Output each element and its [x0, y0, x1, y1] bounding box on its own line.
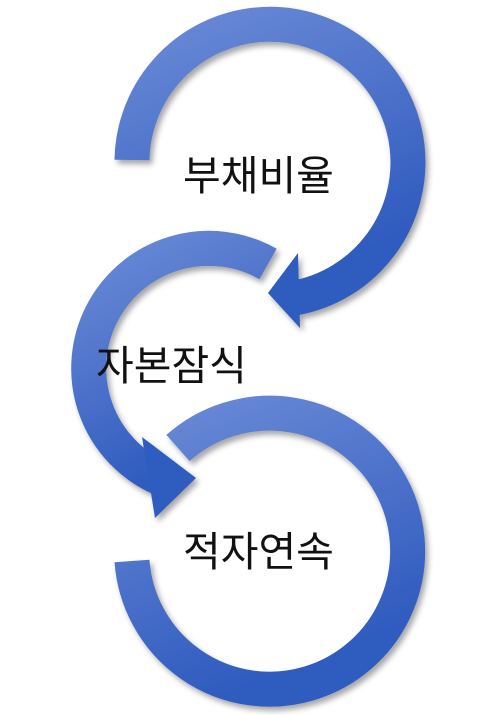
cycle-arrow-2	[71, 230, 277, 518]
cycle-arrow-1	[114, 6, 426, 328]
step-label-capital-impairment: 자본잠식	[96, 342, 247, 390]
cycle-arrow-3-ring	[114, 395, 426, 707]
cycle-arrow-2-head	[142, 437, 196, 518]
step-label-consecutive-deficit: 적자연속	[183, 528, 334, 576]
cycle-arrow-2-ring	[71, 230, 277, 494]
cycle-arrow-3	[114, 395, 426, 707]
cycle-arrow-1-ring	[114, 6, 426, 316]
step-label-debt-ratio: 부채비율	[183, 152, 334, 200]
cycle-arrow-1-head	[268, 253, 300, 328]
